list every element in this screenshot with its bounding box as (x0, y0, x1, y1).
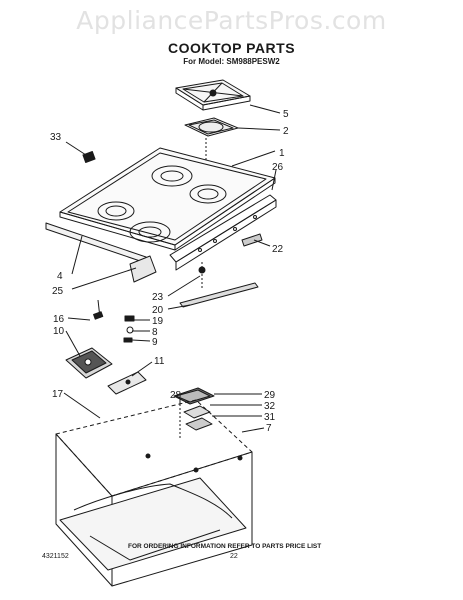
part-number: 4321152 (42, 553, 69, 560)
model-subtitle: For Model: SM988PESW2 (183, 57, 280, 66)
callout-7: 7 (266, 423, 272, 434)
part-grate (175, 79, 251, 111)
part-end-cap (129, 255, 157, 283)
callout-10: 10 (53, 326, 65, 337)
part-screw-23 (198, 262, 206, 290)
callout-29: 29 (264, 390, 276, 401)
watermark: AppliancePartsPros.com (76, 6, 387, 35)
callout-20: 20 (152, 305, 164, 316)
callout-17: 17 (52, 389, 64, 400)
callout-16: 16 (53, 314, 65, 325)
callout-8: 8 (152, 327, 158, 338)
part-stack-right (173, 387, 215, 431)
callout-33: 33 (50, 132, 62, 143)
leader-lines (63, 104, 281, 433)
ordering-note: FOR ORDERING INFORMATION REFER TO PARTS … (128, 543, 322, 550)
callout-4: 4 (57, 271, 63, 282)
callout-26: 26 (272, 162, 284, 173)
callout-1: 1 (279, 148, 285, 159)
callout-31: 31 (264, 412, 276, 423)
callout-23: 23 (152, 292, 164, 303)
page-title: COOKTOP PARTS (167, 40, 296, 56)
callout-32: 32 (264, 401, 276, 412)
part-hardware (93, 299, 135, 343)
callout-22: 22 (272, 244, 284, 255)
callout-11: 11 (154, 356, 165, 367)
callout-9: 9 (152, 337, 158, 348)
part-control-strip (169, 194, 277, 271)
callout-28: 28 (170, 390, 182, 401)
callout-5: 5 (283, 109, 289, 120)
part-rail-20 (179, 282, 259, 308)
callout-19: 19 (152, 316, 164, 327)
part-bracket-22 (241, 233, 263, 247)
callout-25: 25 (52, 286, 64, 297)
callout-2: 2 (283, 126, 289, 137)
part-cooktop-panel (59, 147, 276, 251)
part-switch-bracket (107, 371, 147, 395)
part-burner-box (55, 399, 253, 587)
part-burner-ring (184, 117, 239, 160)
part-clip (82, 151, 96, 163)
callouts: 5 2 33 1 26 22 4 25 23 20 16 19 10 8 9 1… (50, 109, 289, 434)
page-number: 22 (230, 553, 238, 560)
part-valve-assembly (65, 347, 113, 379)
